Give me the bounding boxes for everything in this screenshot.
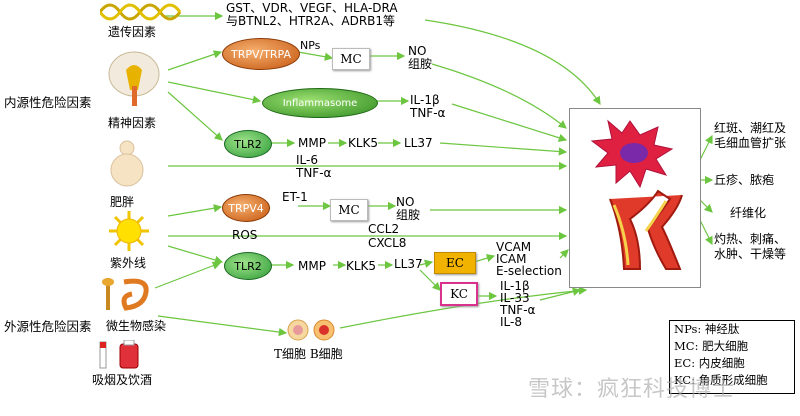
trpv-trpa-node: TRPV/TRPA — [222, 38, 300, 70]
keratinocyte-box: KC — [440, 282, 478, 306]
abbreviation-legend: NPs: 神经肽 MC: 肥大细胞 EC: 内皮细胞 KC: 角质形成细胞 — [669, 320, 795, 394]
intrinsic-risk-label: 内源性危险因素 — [4, 95, 92, 110]
skin-vessel-target-box — [569, 108, 701, 288]
sun-icon — [109, 211, 149, 251]
tlr2-node-2: TLR2 — [224, 252, 272, 280]
legend-item-kc: KC: 角质形成细胞 — [674, 373, 768, 387]
uv-factor-label: 紫外线 — [110, 256, 147, 270]
symptom-burning: 灼热、刺痛、 水肿、干燥等 — [714, 232, 787, 261]
cigarette-bottle-icon — [99, 340, 139, 369]
brain-icon — [108, 51, 160, 106]
klk5-label-1: KLK5 — [348, 136, 379, 150]
blood-vessel-icon — [609, 189, 683, 270]
genes-line-1: GST、VDR、VEGF、HLA-DRA — [226, 1, 398, 15]
symptom-erythema: 红斑、潮红及 毛细血管扩张 — [714, 121, 787, 150]
no-histamine-label-1: NO 组胺 — [408, 44, 433, 71]
genes-line-2: 与BTNL2、HTR2A、ADRB1等 — [226, 14, 396, 28]
nps-label: NPs — [300, 39, 321, 52]
ccl-chemokine-label: CCL2 CXCL8 — [368, 222, 407, 250]
ll37-label-1: LL37 — [404, 136, 433, 150]
extrinsic-risk-label: 外源性危险因素 — [4, 319, 92, 334]
legend-item-ec: EC: 内皮细胞 — [674, 356, 745, 370]
no-histamine-label-2: NO 组胺 — [396, 195, 421, 222]
dna-icon — [100, 3, 182, 21]
watermark: 雪球：疯狂科技博士 — [528, 377, 736, 402]
et1-label: ET-1 — [282, 190, 308, 204]
symptom-fibrosis: 纤维化 — [730, 206, 767, 220]
tlr2-node-1: TLR2 — [224, 130, 272, 158]
inflammasome-node: Inflammasome — [262, 88, 378, 118]
mental-factor-label: 精神因素 — [108, 116, 157, 130]
genetic-factor-label: 遗传因素 — [108, 25, 157, 39]
klk5-label-2: KLK5 — [346, 259, 377, 273]
legend-item-mc: MC: 肥大细胞 — [674, 339, 749, 353]
kc-cytokines-label: IL-1β IL-33 TNF-α IL-8 — [500, 279, 536, 329]
legend-item-nps: NPs: 神经肽 — [674, 322, 740, 336]
target-illustrations — [590, 119, 683, 270]
t-b-cell-label: T细胞 B细胞 — [274, 347, 343, 361]
mmp-label-1: MMP — [298, 136, 326, 150]
ros-label: ROS — [232, 228, 258, 242]
trpv4-node: TRPV4 — [222, 194, 270, 222]
il1b-tnf-label: IL-1β TNF-α — [410, 93, 446, 120]
microbe-factor-label: 微生物感染 — [106, 319, 167, 333]
mast-cell-box-2: MC — [330, 199, 368, 221]
mast-cell-box-1: MC — [332, 48, 370, 70]
symptom-papules: 丘疹、脓疱 — [714, 173, 775, 187]
endothelial-cell-box: EC — [434, 252, 476, 274]
ll37-label-2: LL37 — [394, 257, 423, 271]
smoking-factor-label: 吸烟及饮酒 — [92, 373, 153, 387]
t-b-cell-icon — [287, 319, 335, 341]
il6-tnf-label: IL-6 TNF-α — [296, 153, 332, 180]
mite-intestine-icon — [102, 278, 149, 311]
mmp-label-2: MMP — [298, 259, 326, 273]
obese-body-icon — [110, 140, 144, 187]
adhesion-molecules-label: VCAM ICAM E-selection — [496, 240, 562, 278]
obesity-factor-label: 肥胖 — [110, 195, 135, 209]
